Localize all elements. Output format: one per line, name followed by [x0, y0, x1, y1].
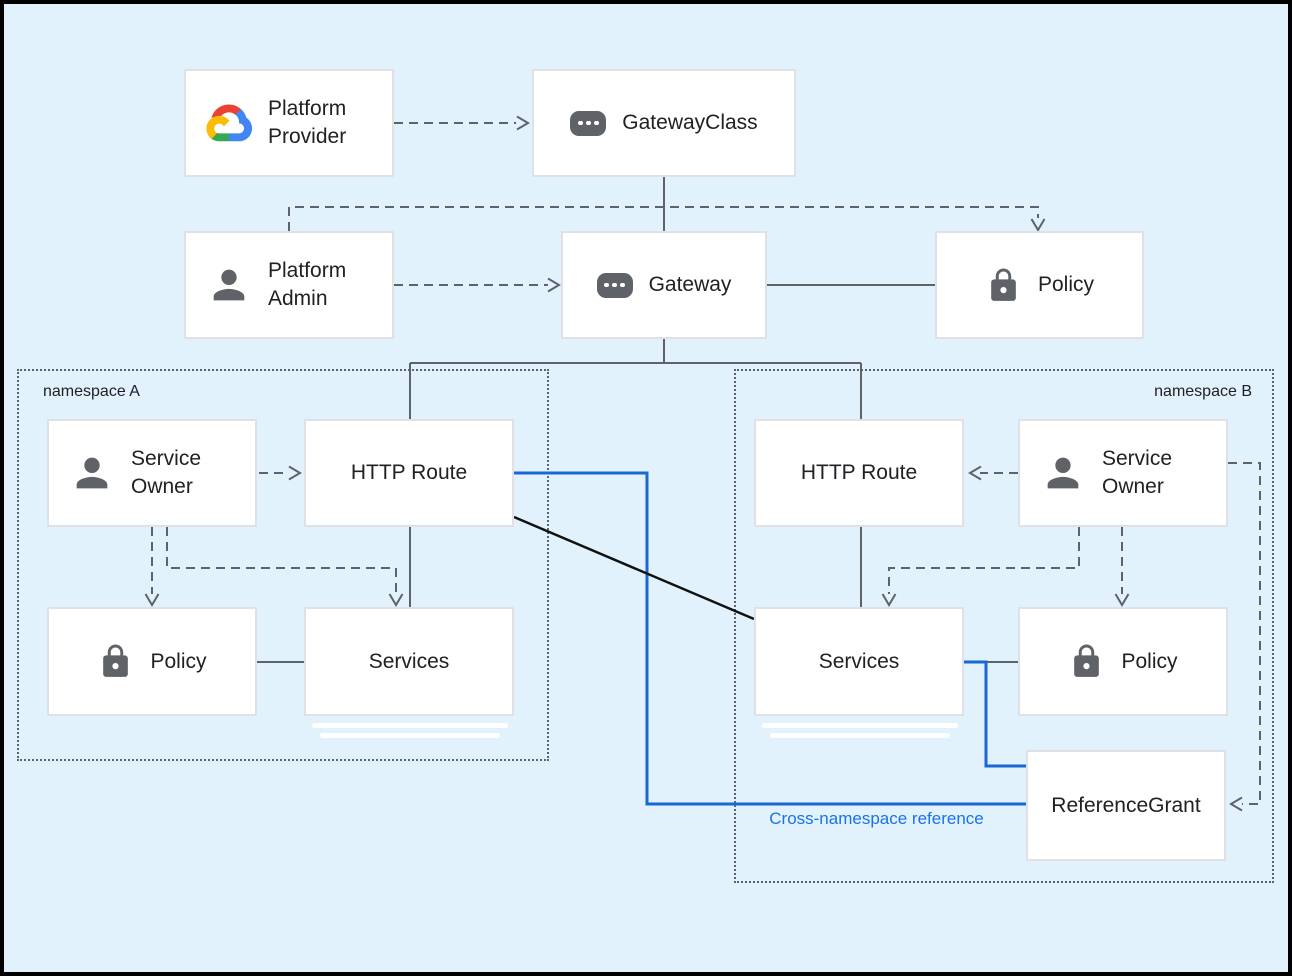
services-stack-layer: [770, 733, 950, 738]
node-gateway: Gateway: [561, 231, 767, 339]
node-label: ReferenceGrant: [1051, 793, 1201, 817]
arrowhead: [547, 277, 561, 293]
edge-httproute-a-services-b: [513, 515, 755, 621]
node-http-route-b: HTTP Route: [754, 419, 964, 527]
node-gateway-class: GatewayClass: [532, 69, 796, 177]
resource-icon: [570, 110, 607, 136]
cross-namespace-reference-label: Cross-namespace reference: [769, 809, 984, 828]
person-icon: [69, 450, 115, 496]
namespace-b-label: namespace B: [1154, 383, 1252, 400]
node-label: Gateway: [648, 273, 732, 296]
node-reference-grant: ReferenceGrant: [1026, 750, 1226, 861]
namespace-a-label: namespace A: [43, 383, 140, 400]
node-label: Policy: [1037, 273, 1095, 296]
node-policy-a: Policy: [47, 607, 257, 716]
person-icon: [1040, 450, 1086, 496]
node-platform-provider: Platform Provider: [184, 69, 394, 177]
arrowhead: [516, 115, 530, 131]
node-policy-cluster: Policy: [935, 231, 1144, 339]
node-label: HTTP Route: [350, 461, 468, 484]
edge-admin-policy: [288, 206, 1039, 231]
node-label: Platform Admin: [268, 259, 347, 310]
node-http-route-a: HTTP Route: [304, 419, 514, 527]
node-service-owner-a: Service Owner: [47, 419, 257, 527]
google-cloud-logo-icon: [206, 104, 252, 142]
lock-icon: [1068, 643, 1105, 680]
lock-icon: [97, 643, 134, 680]
node-label: Policy: [150, 649, 207, 673]
node-platform-admin: Platform Admin: [184, 231, 394, 339]
arrowhead: [1030, 218, 1046, 232]
node-label: Platform Provider: [268, 97, 347, 148]
person-icon: [206, 262, 252, 308]
node-label: Services: [818, 649, 900, 673]
services-stack-layer: [312, 723, 508, 728]
services-stack-layer: [320, 733, 500, 738]
node-services-a: Services: [304, 607, 514, 716]
node-service-owner-b: Service Owner: [1018, 419, 1228, 527]
node-label: GatewayClass: [622, 111, 758, 134]
node-label: Services: [368, 649, 450, 673]
node-label: Service Owner: [131, 447, 202, 498]
node-label: Service Owner: [1102, 447, 1173, 498]
node-label: Policy: [1121, 649, 1178, 673]
node-label: HTTP Route: [800, 461, 918, 484]
node-policy-b: Policy: [1018, 607, 1228, 716]
lock-icon: [985, 267, 1022, 304]
services-stack-layer: [762, 723, 958, 728]
node-services-b: Services: [754, 607, 964, 716]
resource-icon: [596, 272, 633, 298]
